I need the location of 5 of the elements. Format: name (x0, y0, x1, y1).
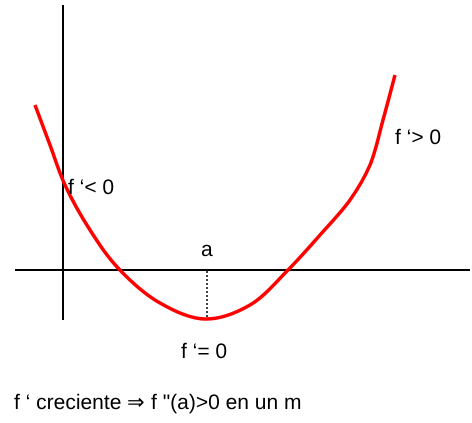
point-label: a (201, 238, 213, 262)
derivative-label: f ‘= 0 (181, 340, 228, 364)
derivative-label: f ‘< 0 (68, 176, 114, 200)
conclusion-text: f ‘ creciente ⇒ f "(a)>0 en un m (14, 391, 302, 414)
derivative-label: f ‘> 0 (395, 126, 442, 150)
